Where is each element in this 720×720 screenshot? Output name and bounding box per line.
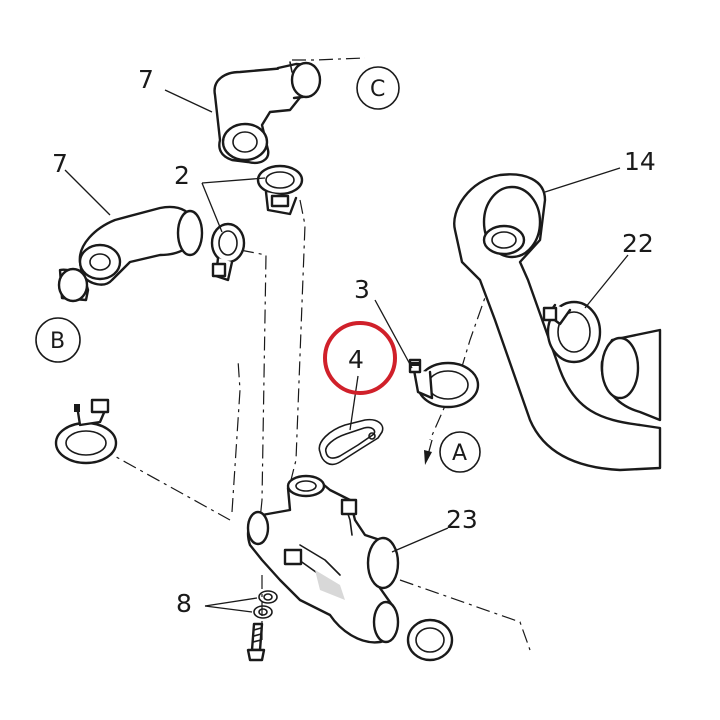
reference-circle-b: B	[35, 317, 81, 363]
clamp-bottom-right	[406, 618, 454, 662]
callout-22: 22	[622, 229, 654, 258]
hose-part-14	[453, 173, 662, 472]
clamp-part-22	[542, 300, 602, 364]
clamp-part-3	[408, 358, 480, 409]
hose-left-part-7	[57, 205, 204, 303]
callout-4: 4	[348, 345, 364, 374]
reference-letter-a: A	[452, 441, 467, 466]
leader-lines	[64, 89, 629, 613]
callout-2: 2	[174, 161, 190, 190]
callout-labels: 7 7 2 3 4 8 14 22 23	[52, 65, 656, 618]
bolt	[246, 622, 266, 662]
clamp-left-middle	[54, 398, 118, 465]
washers-part-8	[253, 590, 278, 619]
callout-8: 8	[176, 589, 192, 618]
hose-end-right	[600, 328, 662, 422]
clamp-part-2-lower	[210, 222, 246, 282]
reference-letter-c: C	[370, 77, 385, 102]
callout-7-top: 7	[138, 65, 154, 94]
callout-7-left: 7	[52, 149, 68, 178]
gasket-part-4	[318, 418, 384, 466]
hose-top-part-7	[213, 61, 322, 164]
callout-14: 14	[624, 147, 656, 176]
reference-circle-a: A	[424, 431, 481, 473]
reference-letter-b: B	[50, 329, 65, 354]
highlight-circle-callout-4	[323, 321, 397, 395]
clamp-part-2-upper	[256, 164, 304, 216]
housing-part-23	[246, 474, 400, 644]
callout-23: 23	[446, 505, 478, 534]
reference-circle-c: C	[356, 66, 400, 110]
callout-3: 3	[354, 275, 370, 304]
